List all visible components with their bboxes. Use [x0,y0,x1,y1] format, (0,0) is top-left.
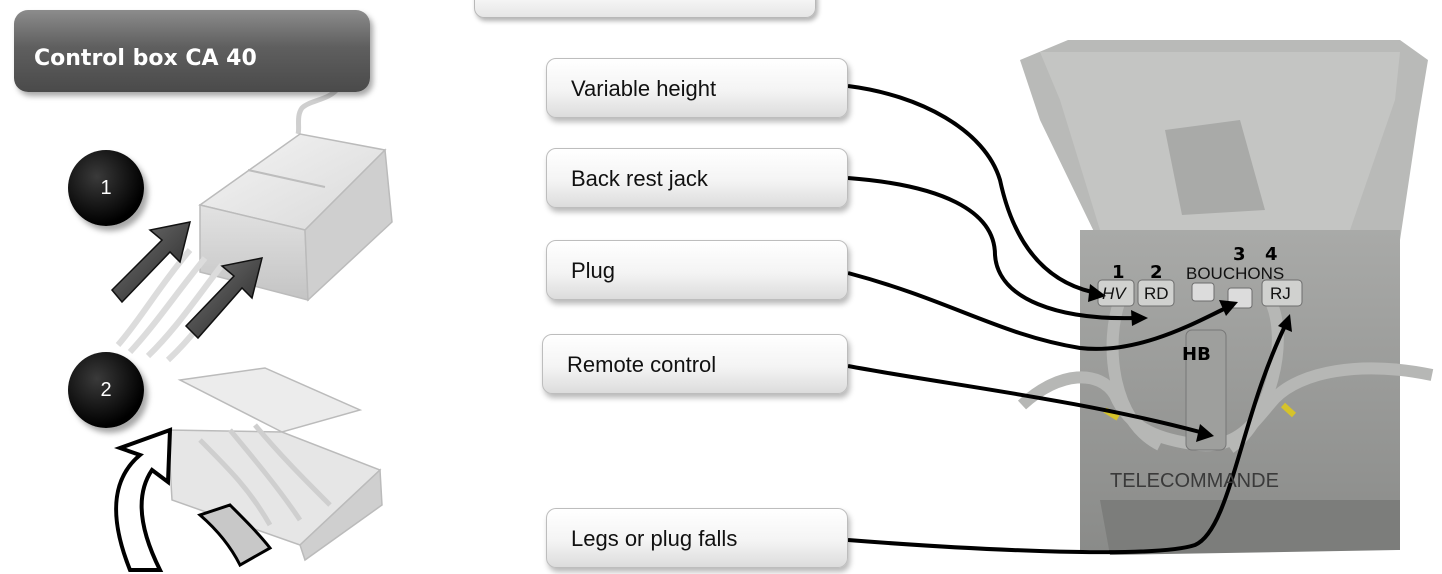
photo-label-hb: HB [1182,344,1211,365]
photo-label-rd: RD [1144,284,1169,303]
label-plug-text: Plug [571,258,616,283]
control-box-open-illustration [114,367,383,572]
photo-number-1: 1 [1112,262,1125,283]
photo-label-rj: RJ [1270,284,1291,303]
step-badge-2: 2 [68,352,144,428]
photo-number-3: 3 [1233,244,1246,265]
control-box-closed-illustration [110,133,393,363]
callout-lines [847,84,1286,555]
power-cable [295,86,341,135]
label-remote-control: Remote control [542,334,848,394]
label-variable-height-text: Variable height [571,76,717,101]
photo-label-telecommande: TELECOMMANDE [1110,470,1279,492]
label-variable-height: Variable height [546,58,848,118]
photo-number-4: 4 [1265,244,1278,265]
top-label-tab [474,0,816,18]
control-box-photo [1017,40,1434,555]
step-badge-1: 1 [68,150,144,226]
label-remote-control-text: Remote control [567,352,717,377]
photo-number-2: 2 [1150,262,1163,283]
title-tab: Control box CA 40 [14,10,370,92]
diagram-title: Control box CA 40 [34,46,257,71]
label-back-rest-jack: Back rest jack [546,148,848,208]
label-legs-or-plug-falls-text: Legs or plug falls [571,526,738,551]
label-back-rest-jack-text: Back rest jack [571,166,708,191]
label-legs-or-plug-falls: Legs or plug falls [546,508,848,568]
callout-arrowheads [1088,284,1292,442]
photo-label-hv: HV [1102,284,1126,303]
photo-label-bouchons: BOUCHONS [1186,264,1285,283]
label-plug: Plug [546,240,848,300]
